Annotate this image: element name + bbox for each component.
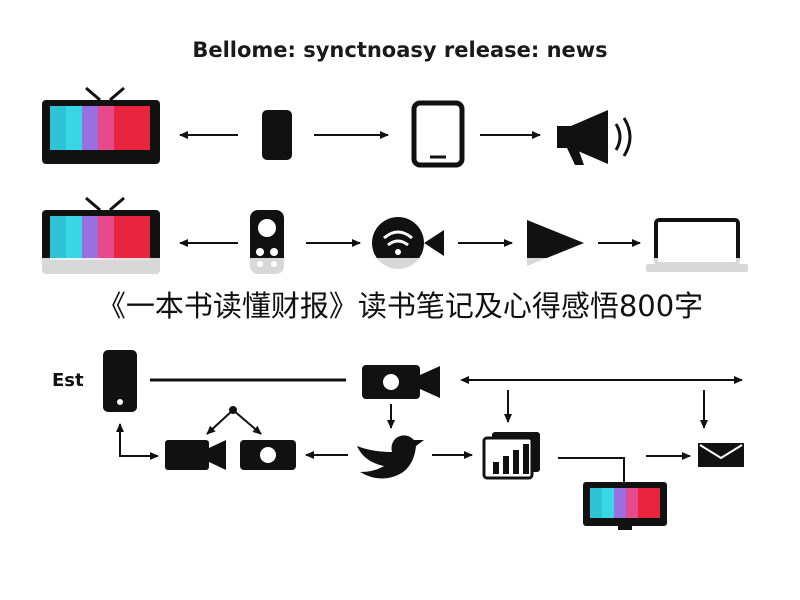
mobile-phone-icon [411, 100, 465, 168]
twitter-bird-icon [357, 435, 424, 479]
bar-chart-icon [482, 432, 540, 480]
est-label: Est [52, 370, 84, 391]
caption-banner [0, 258, 800, 348]
play-icon [527, 220, 584, 266]
connector-line [558, 457, 625, 482]
diagram-title: Bellome: synctnoasy release: news [192, 38, 608, 62]
connector-line [119, 424, 159, 460]
smartphone-icon [262, 110, 292, 160]
smartphone-icon [103, 350, 137, 412]
megaphone-icon [557, 110, 632, 165]
wifi-camera-icon [372, 217, 444, 269]
monitor-icon [583, 482, 667, 530]
mail-icon [698, 443, 744, 467]
video-camera-icon [362, 365, 440, 399]
camera-icon [240, 440, 296, 470]
caption-text: 《一本书读懂财报》读书笔记及心得感悟800字 [96, 289, 704, 323]
video-camera-icon [165, 440, 226, 470]
branch-node [206, 406, 262, 435]
tv-icon [42, 86, 160, 164]
